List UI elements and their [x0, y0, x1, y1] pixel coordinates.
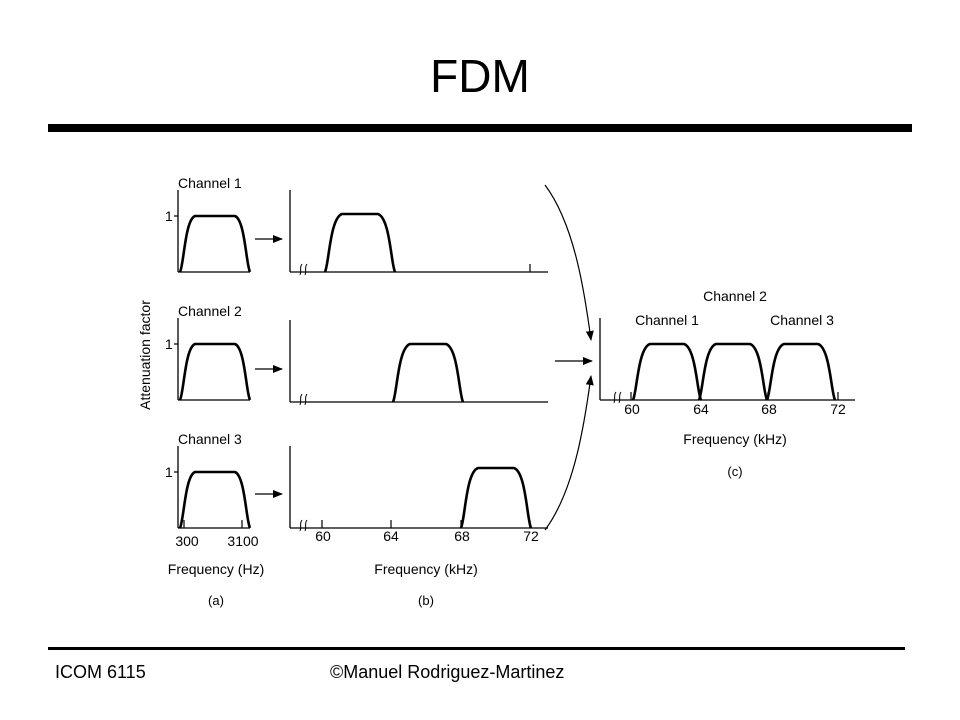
panel-c-caption: (c) — [727, 464, 742, 479]
slide-title: FDM — [430, 50, 530, 102]
tick-label-300: 300 — [175, 533, 199, 549]
footer-course-code: ICOM 6115 — [55, 662, 146, 682]
panel-a-x-label: Frequency (Hz) — [168, 561, 264, 577]
panel-a — [174, 190, 252, 529]
footer-copyright: ©Manuel Rodriguez-Martinez — [330, 662, 565, 682]
panel-a-caption: (a) — [208, 593, 224, 608]
one-label-row1: 1 — [165, 208, 173, 224]
panel-c-channel-2-label: Channel 2 — [703, 288, 767, 304]
panel-c-labels: Channel 2 Channel 1 Channel 3 60 64 68 7… — [624, 288, 846, 479]
multiplexed-channel-1-band — [631, 342, 703, 401]
one-label-row2: 1 — [165, 336, 173, 352]
curved-arrow-top — [544, 184, 594, 341]
panel-b — [289, 190, 548, 532]
multiplexed-channel-3-band — [765, 342, 837, 401]
axis-break — [299, 263, 308, 276]
panel-a-channel-1-plot — [174, 190, 252, 273]
panel-b-labels: 60 64 68 72 Frequency (kHz) (b) — [315, 528, 539, 608]
axis-break — [299, 519, 308, 532]
panel-b-x-label: Frequency (kHz) — [374, 561, 477, 577]
passband-curve — [178, 342, 252, 401]
panel-c-x-label: Frequency (kHz) — [683, 431, 786, 447]
panel-c-channel-3-label: Channel 3 — [770, 312, 834, 328]
arrows-b-to-c — [544, 184, 594, 531]
panel-a-channel-2-plot — [174, 318, 252, 401]
tick-label-60: 60 — [624, 401, 640, 417]
footer-rule — [48, 647, 905, 650]
tick-label-64: 64 — [383, 528, 399, 544]
channel-1-shifted-band — [323, 212, 397, 273]
tick-label-68: 68 — [454, 528, 470, 544]
passband-curve — [178, 214, 252, 273]
channel-3-shifted-band — [459, 466, 533, 529]
panel-a-channel-3-label: Channel 3 — [178, 431, 242, 447]
passband-curve — [178, 470, 252, 529]
axis-break — [613, 391, 622, 404]
tick-label-60: 60 — [315, 528, 331, 544]
tick-label-3100: 3100 — [227, 533, 258, 549]
curved-arrow-bottom — [544, 375, 594, 531]
tick-label-68: 68 — [761, 401, 777, 417]
arrows-a-to-b — [255, 235, 283, 498]
tick-label-72: 72 — [830, 401, 846, 417]
tick-label-72: 72 — [523, 528, 539, 544]
axis-break — [299, 393, 308, 406]
one-label-row3: 1 — [165, 464, 173, 480]
panel-c-channel-1-label: Channel 1 — [635, 312, 699, 328]
panel-a-channel-1-label: Channel 1 — [178, 175, 242, 191]
title-rule — [48, 124, 912, 132]
panel-b-row-2 — [289, 320, 548, 406]
panel-b-caption: (b) — [418, 593, 434, 608]
panel-a-channel-3-plot — [174, 446, 252, 529]
panel-a-labels: Channel 1 Channel 2 Channel 3 1 1 1 300 … — [165, 175, 264, 608]
panel-b-row-3 — [289, 446, 548, 532]
channel-2-shifted-band — [391, 342, 465, 403]
panel-a-channel-2-label: Channel 2 — [178, 303, 242, 319]
tick-label-64: 64 — [693, 401, 709, 417]
attenuation-axis-label: Attenuation factor — [137, 300, 153, 410]
panel-c — [599, 318, 855, 404]
multiplexed-channel-2-band — [697, 342, 769, 401]
panel-b-row-1 — [289, 190, 548, 276]
